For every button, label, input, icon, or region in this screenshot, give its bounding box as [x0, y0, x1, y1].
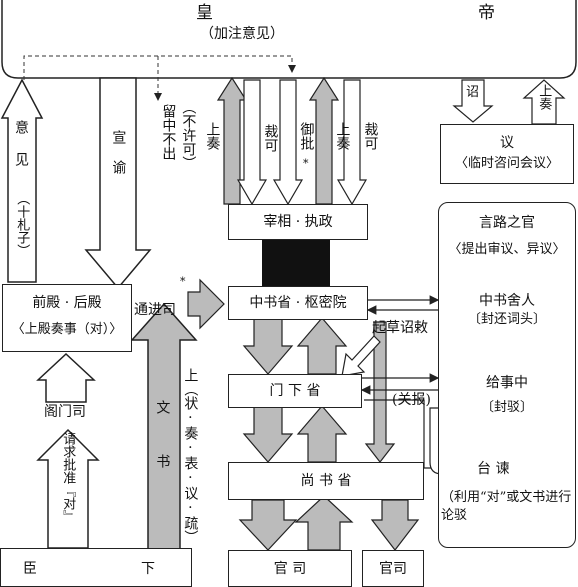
council-sub: 〈临时咨问会议〉 [454, 156, 559, 171]
officials-box-1: 官 司 [228, 550, 352, 587]
gemensi-arrow [36, 352, 96, 403]
sec-down-arrow [242, 317, 294, 375]
xuanyu-arrow [84, 77, 152, 290]
subjects-char2: 下 [141, 561, 155, 577]
chan-up-arrow [296, 405, 348, 463]
hall-title: 前殿 · 后殿 [32, 295, 102, 311]
chan-down-arrow [242, 405, 294, 463]
buxuke-label: （不许可） [180, 100, 197, 170]
gemensi-label: 阁门司 [44, 404, 86, 420]
guanbao-label: (关报) [392, 392, 431, 408]
officials-label-1: 官 司 [273, 561, 307, 577]
jishizhong-label: 给事中 [486, 375, 528, 391]
zhao-label: 诏 [466, 85, 480, 100]
shangzou-left-arrow [216, 76, 248, 205]
council-title: 议 [500, 135, 514, 151]
opinion-note: （十札子） [14, 192, 30, 257]
caike2-arrow [336, 79, 368, 206]
yupi-mark: * [303, 157, 309, 170]
hall-sub: 〈上殿奏事（对）〉 [11, 322, 123, 337]
opinion-label: 意见 [13, 120, 29, 184]
sec-up-arrow [296, 317, 348, 375]
taijian-sub: （利用“对”或文书进行论驳 [441, 490, 572, 523]
zhongshu-sub: 〔封还词头〕 [467, 312, 546, 327]
ministry-box: 尚 书 省 [228, 462, 424, 500]
subjects-char1: 臣 [23, 561, 37, 577]
caike1-label: 裁可 [262, 124, 279, 152]
caike2-label: 裁可 [362, 122, 379, 150]
shangzou-right-arrow [308, 76, 340, 205]
chancellery-box: 门 下 省 [228, 374, 362, 408]
opinion-arrow [0, 78, 44, 283]
documents-arrow [130, 302, 198, 587]
sec-to-ministry-arrow [364, 321, 396, 463]
caike1-arrow [236, 79, 268, 206]
council-box: 议 〈临时咨问会议〉 [440, 124, 574, 184]
emperor-frame [1, 0, 577, 79]
qicao-label: 起草诏敕 [372, 320, 428, 336]
officials-box-2: 官司 [362, 550, 424, 587]
emperor-sub: （加注意见） [200, 26, 284, 42]
request-arrow [36, 428, 100, 549]
star-left: * [180, 275, 186, 288]
hall-box: 前殿 · 后殿 〈上殿奏事（对）〉 [2, 284, 132, 352]
yupi-label: 御批 [298, 122, 315, 150]
liuzhong-label: 留中不出 [160, 104, 177, 160]
xuanyu-label: 宣谕 [110, 130, 127, 190]
censors-sub: 〈提出审议、异议〉 [448, 242, 566, 257]
secretariat-box: 中书省 · 枢密院 [228, 286, 368, 320]
zhongshu-label: 中书舍人 [479, 293, 535, 309]
chancellery-label: 门 下 省 [269, 383, 321, 399]
min-up-arrow [294, 495, 354, 551]
secretariat-label: 中书省 · 枢密院 [249, 295, 347, 311]
min-down-arrow-2 [370, 499, 420, 551]
chancellor-label: 宰相 · 执政 [263, 214, 333, 230]
emperor-char2: 帝 [478, 3, 495, 23]
qingqiu-label: 请求批准『对』 [60, 432, 76, 523]
shangzou-right-label: 上奏 [334, 122, 351, 150]
min-down-arrow-1 [238, 499, 298, 551]
wenshu-label: 文书 [154, 400, 171, 508]
officials-label-2: 官司 [379, 561, 407, 577]
yupi-arrow [272, 79, 304, 206]
shangzou-top-arrow [522, 79, 566, 125]
censors-title: 言路之官 [479, 215, 535, 231]
jishizhong-sub: 〔封驳〕 [480, 400, 533, 415]
zhao-arrow [452, 79, 494, 123]
ministry-label: 尚 书 省 [300, 473, 352, 489]
emperor-char1: 皇 [196, 3, 213, 23]
shang-docs-label: 上（状·奏·表·议·疏） [182, 368, 199, 544]
tongjinsi-arrow [187, 278, 225, 330]
shangzou-top-label: 上奏 [536, 84, 552, 110]
censors-box: 言路之官 〈提出审议、异议〉 中书舍人 〔封还词头〕 给事中 〔封驳〕 台 谏 … [438, 202, 576, 548]
subjects-box: 臣 下 [0, 548, 192, 587]
chancellor-box: 宰相 · 执政 [228, 204, 368, 240]
shangzou-left-label: 上奏 [204, 122, 221, 150]
taijian-label: 台 谏 [477, 461, 510, 477]
tongjinsi-label: 通进司 [134, 302, 176, 318]
connector-block [262, 240, 330, 288]
